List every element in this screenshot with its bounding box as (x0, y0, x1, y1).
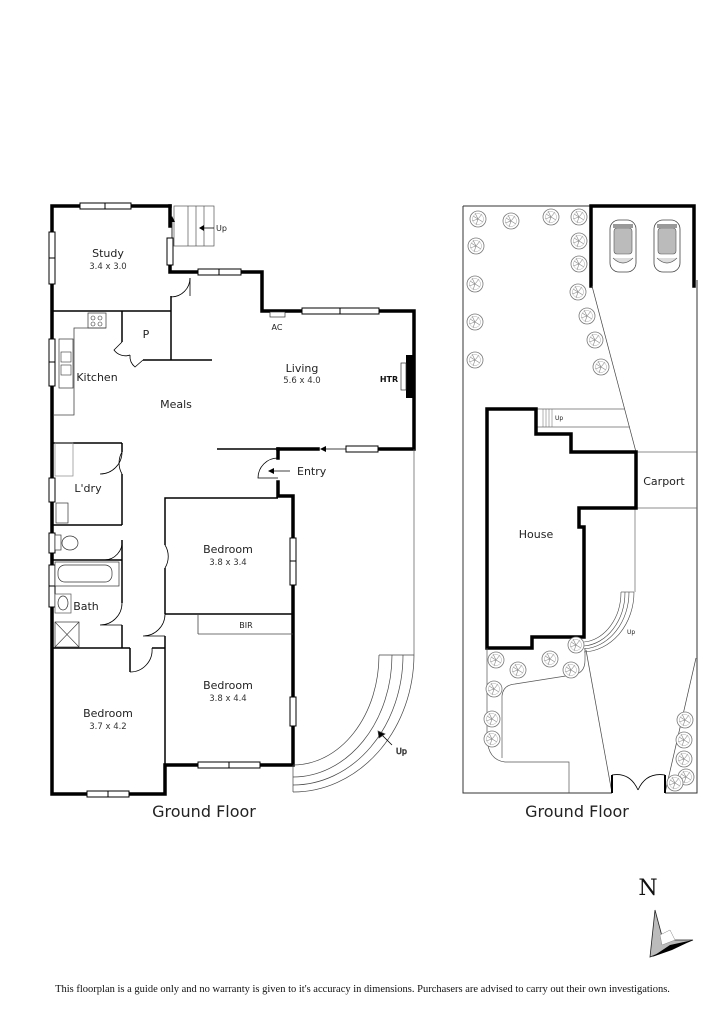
room-kitchen: Kitchen (76, 371, 117, 384)
heater-icon (406, 355, 414, 398)
ac-unit-icon (269, 311, 286, 318)
house-footprint (485, 407, 638, 650)
car-icon (609, 219, 637, 273)
doors (99, 277, 279, 673)
ac-label: AC (272, 323, 283, 332)
heater-label: HTR (380, 375, 398, 384)
entry-arrows (268, 446, 346, 474)
car-icon (653, 219, 681, 273)
ground-floor-plan: Up Up Study 3.4 x 3.0 P Kit (48, 202, 416, 821)
stairs-up-label: Up (216, 224, 227, 233)
north-compass: N (638, 876, 694, 958)
room-study: Study (92, 247, 124, 260)
exterior-walls (50, 204, 416, 796)
room-bedroom-1-dims: 3.8 x 3.4 (209, 558, 246, 568)
room-bedroom-2: Bedroom (203, 679, 253, 692)
front-stairs-up-label: Up (396, 747, 407, 756)
rear-stairs-up-label: Up (555, 415, 563, 422)
room-pantry: P (143, 328, 150, 341)
house-label: House (519, 528, 554, 541)
room-labels: Study 3.4 x 3.0 P Kitchen Meals Living 5… (73, 247, 398, 732)
garage-walls (589, 204, 696, 288)
room-bath: Bath (73, 600, 99, 613)
room-bedroom-2-dims: 3.8 x 4.4 (209, 694, 246, 704)
front-stairs-up-label-site: Up (627, 629, 635, 636)
room-study-dims: 3.4 x 3.0 (89, 262, 126, 272)
study-stairs: Up (169, 205, 227, 247)
room-bedroom-3: Bedroom (83, 707, 133, 720)
room-bir: BIR (239, 621, 253, 630)
front-stairs: Up (292, 654, 415, 793)
floor-plan-title: Ground Floor (152, 802, 256, 821)
room-laundry: L'dry (74, 482, 102, 495)
room-living-dims: 5.6 x 4.0 (283, 376, 320, 386)
fixtures (54, 311, 414, 648)
carport-label: Carport (643, 475, 685, 488)
entry-label: Entry (297, 465, 327, 478)
site-plan-title: Ground Floor (525, 802, 629, 821)
interior-walls (52, 296, 293, 765)
windows (48, 202, 380, 798)
washer-icon (55, 502, 69, 524)
site-plan: Carport Up House Up (462, 204, 698, 821)
disclaimer-text: This floorplan is a guide only and no wa… (55, 984, 670, 995)
room-bedroom-1: Bedroom (203, 543, 253, 556)
room-meals: Meals (160, 398, 192, 411)
room-living: Living (286, 362, 319, 375)
north-label: N (638, 876, 657, 901)
trees (466, 208, 695, 792)
sink-icon (58, 338, 74, 389)
cooktop-icon (87, 312, 107, 329)
toilet-icon (61, 535, 79, 551)
room-bedroom-3-dims: 3.7 x 4.2 (89, 722, 126, 732)
